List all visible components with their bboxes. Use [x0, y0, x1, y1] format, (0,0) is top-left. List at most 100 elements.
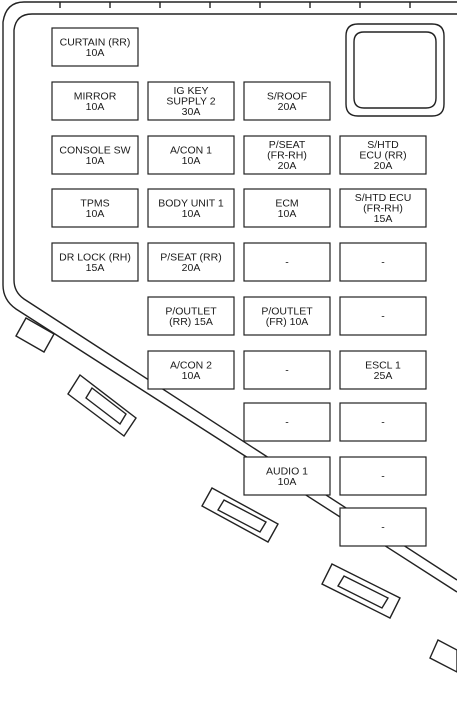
fuse-label-line: CURTAIN (RR): [60, 36, 131, 48]
fuse-label-line: ECU (RR): [359, 150, 406, 162]
fuse-label-line: (RR) 15A: [169, 316, 213, 328]
fuse-label-line: 20A: [278, 101, 297, 113]
fuse-slot-box: [147, 296, 235, 336]
fuse-slot-box: [243, 296, 331, 336]
fuse-slot-box: [147, 81, 235, 121]
fuse-slot-empty-r8c3: -: [243, 402, 331, 442]
fuse-label-line: A/CON 2: [170, 359, 212, 371]
fuse-slot-box: [339, 242, 427, 282]
fuse-label-line: A/CON 1: [170, 144, 212, 156]
fuse-label-line: IG KEY: [173, 85, 208, 97]
fuse-slot-box: [51, 135, 139, 175]
fuse-slot-p-seat-rr: P/SEAT (RR)20A: [147, 242, 235, 282]
fuse-label-line: -: [285, 365, 289, 377]
fuse-slot-curtain-rr: CURTAIN (RR)10A: [51, 27, 139, 67]
fuse-slot-empty-r7c3: -: [243, 350, 331, 390]
fuse-slot-box: [243, 456, 331, 496]
fuse-label-line: -: [381, 311, 385, 323]
fuse-label-line: 10A: [278, 476, 297, 488]
fuse-slot-box: [339, 188, 427, 228]
fuse-label-line: S/HTD ECU: [355, 192, 412, 204]
fuse-label-line: 10A: [86, 155, 105, 167]
fuse-slot-box: [147, 135, 235, 175]
fuse-label-line: P/SEAT: [269, 139, 306, 151]
fuse-label-line: -: [285, 417, 289, 429]
fuse-slot-box: [147, 242, 235, 282]
mounting-clip-3: [321, 563, 401, 619]
fuse-label-line: 10A: [86, 101, 105, 113]
fuse-label-line: (FR-RH): [267, 150, 307, 162]
fuse-label-line: 10A: [182, 370, 201, 382]
relay-socket-icon: [345, 23, 445, 117]
fuse-slot-box: [147, 188, 235, 228]
fuse-label-line: SUPPLY 2: [166, 96, 215, 108]
fuse-label-line: 10A: [182, 208, 201, 220]
mounting-clip-2: [201, 487, 279, 543]
fuse-slot-p-outlet-fr: P/OUTLET(FR) 10A: [243, 296, 331, 336]
mounting-clip-left: [15, 317, 55, 353]
fuse-slot-box: [147, 350, 235, 390]
fuse-label-line: S/ROOF: [267, 90, 307, 102]
fuse-slot-box: [51, 27, 139, 67]
fuse-slot-box: [243, 81, 331, 121]
fuse-slot-box: [51, 81, 139, 121]
fuse-label-line: 20A: [374, 160, 393, 172]
fuse-slot-empty-r9c4: -: [339, 456, 427, 496]
fuse-slot-empty-r6c4: -: [339, 296, 427, 336]
fuse-label-line: 15A: [86, 262, 105, 274]
fuse-label-line: P/OUTLET: [165, 305, 217, 317]
fuse-label-line: 20A: [278, 160, 297, 172]
fuse-label-line: P/SEAT (RR): [160, 251, 221, 263]
fuse-slot-empty-r5c3: -: [243, 242, 331, 282]
fuse-slot-empty-r10c4: -: [339, 507, 427, 547]
fuse-label-line: -: [381, 471, 385, 483]
fuse-label-line: 10A: [182, 155, 201, 167]
fuse-slot-box: [339, 350, 427, 390]
fuse-label-line: (FR-RH): [363, 203, 403, 215]
fuse-label-line: S/HTD: [367, 139, 399, 151]
fuse-label-line: -: [381, 522, 385, 534]
fuse-slot-box: [243, 188, 331, 228]
fuse-slot-box: [339, 507, 427, 547]
fuse-label-line: ECM: [275, 197, 298, 209]
fuse-label-line: MIRROR: [74, 90, 117, 102]
fuse-slot-box: [243, 135, 331, 175]
fuse-slot-empty-r5c4: -: [339, 242, 427, 282]
fuse-label-line: 25A: [374, 370, 393, 382]
fuse-slot-dr-lock-rh: DR LOCK (RH)15A: [51, 242, 139, 282]
fuse-label-line: DR LOCK (RH): [59, 251, 131, 263]
fuse-label-line: P/OUTLET: [261, 305, 313, 317]
fuse-label-line: 10A: [278, 208, 297, 220]
fuse-label-line: -: [381, 257, 385, 269]
fuse-slot-box: [243, 350, 331, 390]
fuse-label-line: -: [285, 257, 289, 269]
fuse-slot-box: [339, 135, 427, 175]
fuse-slot-box: [339, 456, 427, 496]
fuse-slot-p-seat-fr-rh: P/SEAT(FR-RH)20A: [243, 135, 331, 175]
fuse-label-line: CONSOLE SW: [59, 144, 130, 156]
fuse-slot-box: [243, 402, 331, 442]
fuse-slot-empty-r8c4: -: [339, 402, 427, 442]
fuse-slot-box: [339, 402, 427, 442]
fuse-slot-box: [243, 242, 331, 282]
fuse-label-line: TPMS: [80, 197, 109, 209]
fuse-slot-box: [51, 242, 139, 282]
mounting-clip-right: [429, 639, 457, 673]
fuse-label-line: 10A: [86, 47, 105, 59]
fuse-label-line: 20A: [182, 262, 201, 274]
fuse-label-line: 10A: [86, 208, 105, 220]
fuse-slot-p-outlet-rr: P/OUTLET(RR) 15A: [147, 296, 235, 336]
fuse-label-line: -: [381, 417, 385, 429]
